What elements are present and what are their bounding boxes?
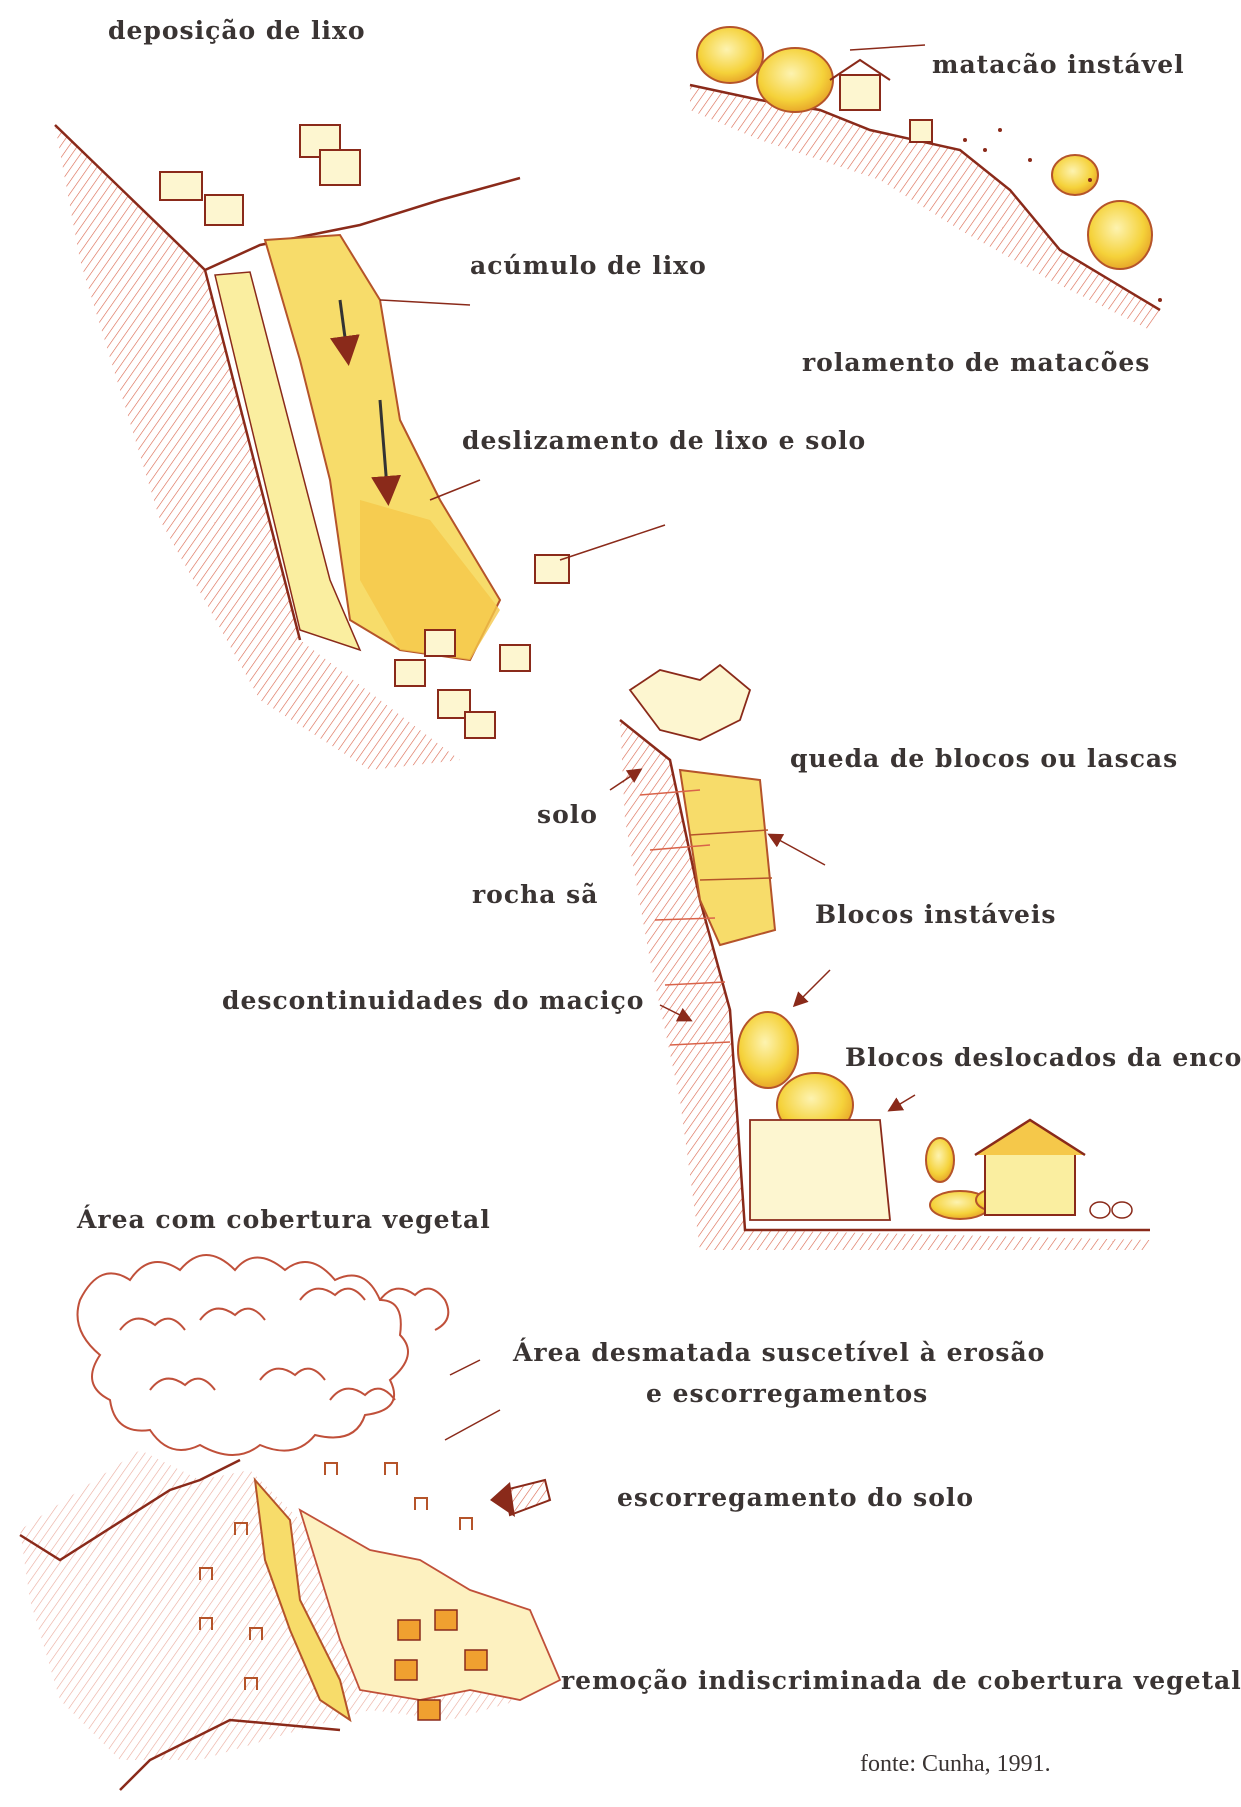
source-citation: fonte: Cunha, 1991.	[860, 1752, 1051, 1776]
label-matacao-instavel: matacão instável	[932, 52, 1185, 77]
leader-line	[445, 1410, 500, 1440]
label-descontinuidades: descontinuidades do maciço	[222, 988, 644, 1013]
person	[910, 120, 932, 142]
label-blocos-deslocados: Blocos deslocados da enco:	[845, 1045, 1241, 1070]
label-rolamento: rolamento de matacões	[802, 350, 1150, 375]
soil-top	[630, 665, 750, 740]
leader-line	[450, 1360, 480, 1375]
leader-line	[850, 45, 925, 50]
label-rocha-sa: rocha sã	[472, 882, 598, 907]
label-area-desmatada-line1: Área desmatada suscetível à erosão	[513, 1340, 1045, 1365]
label-queda-blocos: queda de blocos ou lascas	[790, 746, 1178, 771]
label-deslizamento: deslizamento de lixo e solo	[462, 428, 866, 453]
rubble	[750, 1120, 890, 1220]
label-escorregamento-solo: escorregamento do solo	[617, 1485, 974, 1510]
label-blocos-instaveis: Blocos instáveis	[815, 902, 1056, 927]
label-acumulo-lixo: acúmulo de lixo	[470, 253, 707, 278]
boulder	[1088, 201, 1152, 269]
label-area-vegetal: Área com cobertura vegetal	[77, 1207, 491, 1232]
leader-line	[380, 300, 470, 305]
label-area-desmatada-line2: e escorregamentos	[646, 1381, 928, 1406]
leader-line	[430, 480, 480, 500]
house	[840, 75, 880, 110]
leader-line	[560, 525, 665, 560]
boulder	[1052, 155, 1098, 195]
house	[985, 1150, 1075, 1215]
displaced-block	[738, 1012, 798, 1088]
boulder	[757, 48, 833, 112]
label-deposicao-lixo: deposição de lixo	[108, 18, 366, 43]
boulder	[697, 27, 763, 83]
tree-canopy	[78, 1255, 449, 1455]
label-solo: solo	[537, 802, 598, 827]
scene-deforestation	[20, 1255, 560, 1790]
label-remocao: remoção indiscriminada de cobertura vege…	[561, 1668, 1241, 1693]
